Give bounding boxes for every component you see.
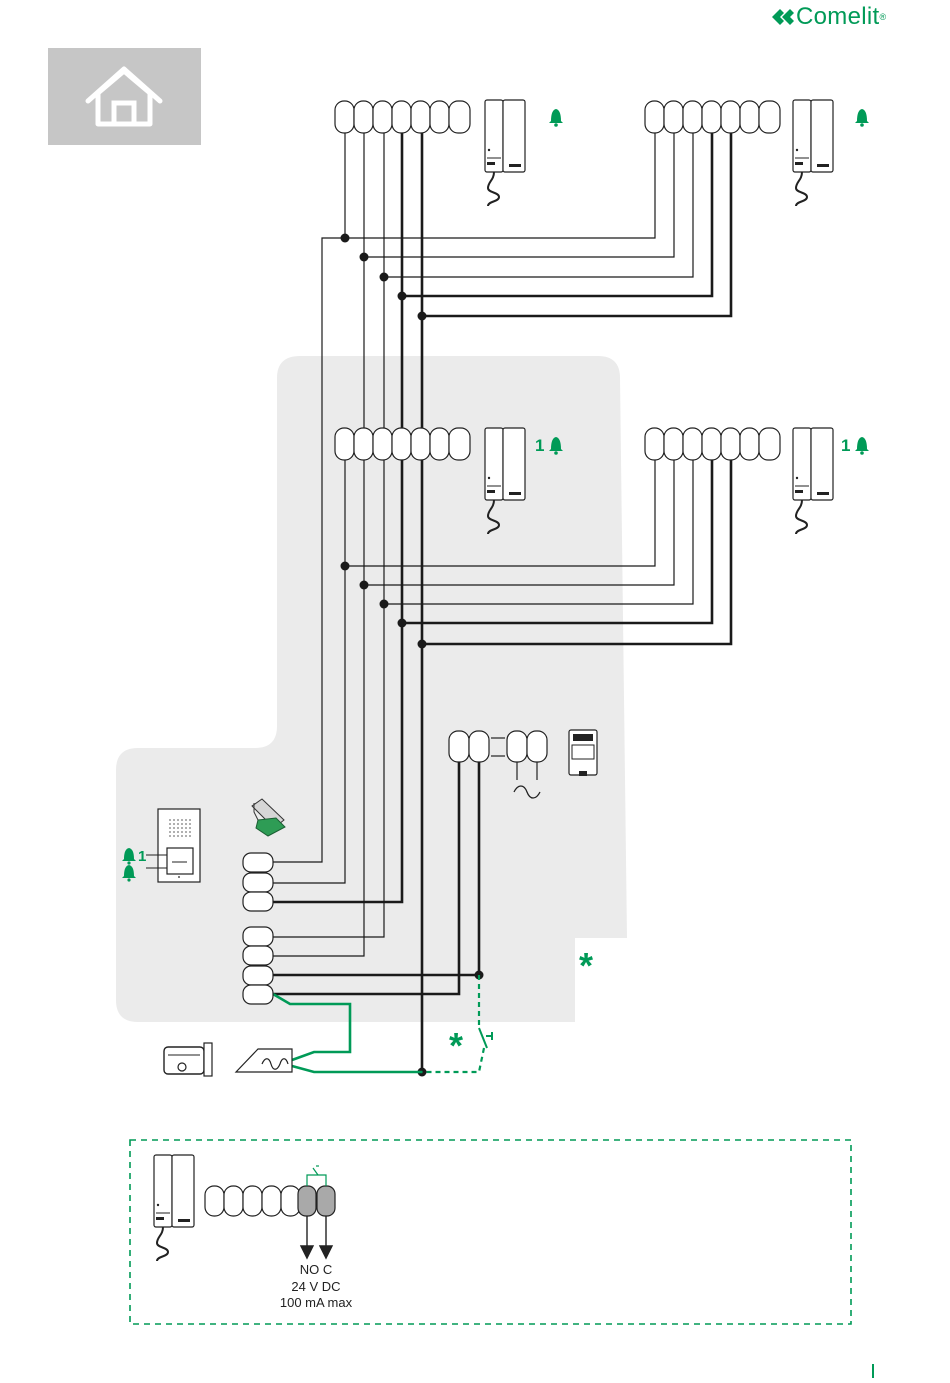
intercom-detail-icon <box>154 1155 194 1261</box>
home-button[interactable] <box>48 48 201 145</box>
detail-frame <box>130 1140 851 1324</box>
terminal-block-upper-left <box>335 101 470 133</box>
contact-label: NO C <box>300 1262 333 1277</box>
asterisk-button: * <box>449 1025 463 1066</box>
door-panel-call-label: 1 <box>138 848 146 865</box>
power-supply-unit-icon <box>569 730 597 776</box>
terminal-block-lower-right <box>645 428 780 460</box>
bell-icon <box>549 109 563 127</box>
home-icon <box>48 48 201 145</box>
intercom-upper-right-icon <box>793 100 833 206</box>
output-arrows <box>301 1216 332 1258</box>
bell-icon <box>855 109 869 127</box>
bell-icon <box>855 437 869 455</box>
lower-right-call-label: 1 <box>841 436 850 455</box>
comelit-logo-mark-icon <box>770 7 796 27</box>
push-button-switch <box>479 1028 492 1048</box>
intercom-upper-left-icon <box>485 100 525 206</box>
comelit-logo: Comelit® <box>770 4 886 30</box>
electric-lock-icon <box>164 1043 212 1076</box>
asterisk-legend: * <box>579 945 593 986</box>
brand-reg-mark: ® <box>879 12 886 22</box>
page-marker <box>872 1364 874 1378</box>
intercom-lower-right-icon <box>793 428 833 534</box>
door-panel-terminals <box>243 853 273 1004</box>
terminal-block-upper-right <box>645 101 780 133</box>
current-label: 100 mA max <box>280 1295 353 1310</box>
relay-contact-symbol <box>307 1166 326 1186</box>
lower-left-call-label: 1 <box>535 436 544 455</box>
terminal-block-lower-left <box>335 428 470 460</box>
brand-name: Comelit <box>796 3 879 31</box>
door-entry-panel-icon <box>158 809 200 882</box>
detail-terminal-block <box>205 1186 335 1216</box>
lock-coil-icon <box>236 1049 292 1072</box>
voltage-label: 24 V DC <box>291 1279 340 1294</box>
